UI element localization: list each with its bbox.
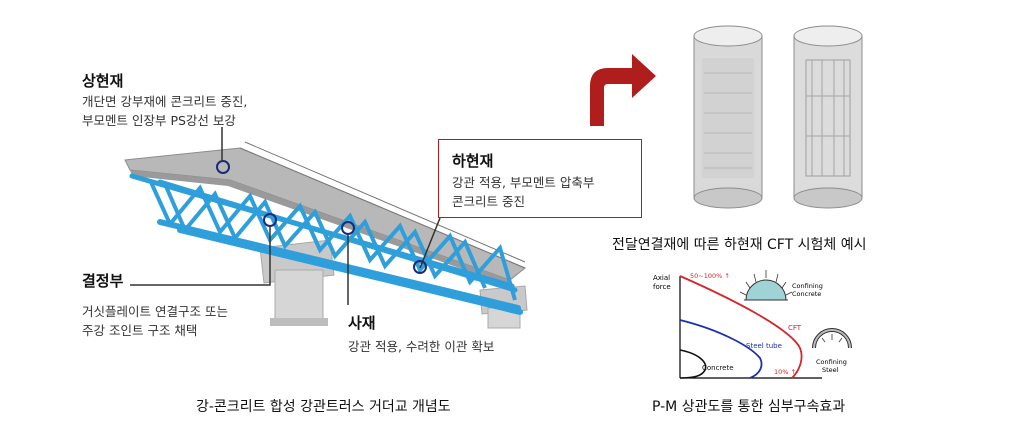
- marker-top-chord: [216, 160, 230, 174]
- pm-label-confining-steel-1: Confining: [816, 358, 847, 366]
- pm-curve-concrete: [679, 349, 707, 379]
- pm-axis-label-line2: force: [653, 283, 671, 291]
- diagonals: [148, 179, 517, 301]
- railing: [239, 141, 526, 269]
- marker-bottom-chord: [413, 260, 427, 274]
- pm-label-confining-steel-2: Steel: [822, 366, 839, 374]
- pm-curve-steel-tube: [679, 319, 763, 379]
- confining-concrete-icon: [739, 270, 793, 301]
- label-sangheon-title: 상현재: [82, 72, 124, 90]
- caption-bridge: 강-콘크리트 합성 강관트러스 거더교 개념도: [196, 399, 451, 415]
- cft-specimen-left: [693, 25, 763, 209]
- pm-axis-label-line1: Axial: [653, 274, 670, 282]
- bottom-chord: [157, 219, 523, 315]
- label-sangheon-desc: 개단면 강부재에 콘크리트 중진, 부모멘트 인장부 PS강선 보강: [82, 94, 248, 128]
- pm-curve-cft: [679, 275, 803, 379]
- pm-label-confining-concrete-1: Confining: [792, 282, 823, 290]
- pm-interaction-diagram: Axial force 50~100% ↑ 10% ↑ CFT Steel tu…: [653, 270, 852, 379]
- caption-cft: 전달연결재에 따른 하현재 CFT 시험체 예시: [612, 237, 867, 253]
- label-haheon-desc: 강관 적용, 부모멘트 압축부 콘크리트 중진: [452, 175, 595, 209]
- label-saje-desc: 강관 적용, 수려한 이관 확보: [348, 339, 495, 354]
- cft-specimens: [693, 25, 863, 209]
- pm-label-steel-tube: Steel tube: [746, 342, 782, 350]
- label-gyeoljeong-desc: 거싯플레이트 연결구조 또는 주강 조인트 구조 채택: [82, 304, 228, 338]
- haheon-callout-box: [438, 139, 642, 218]
- pm-label-cft: CFT: [788, 324, 802, 332]
- bridge-illustration: [124, 141, 528, 329]
- label-gyeoljeong-title: 결정부: [82, 272, 124, 290]
- pm-annot-top: 50~100% ↑: [690, 272, 730, 280]
- caption-pm: P-M 상관도를 통한 심부구속효과: [652, 399, 846, 415]
- pm-annot-bottom: 10% ↑: [774, 368, 796, 376]
- label-saje-title: 사재: [348, 314, 376, 332]
- red-arrow-icon: [590, 54, 656, 126]
- pm-label-confining-concrete-2: Concrete: [792, 290, 821, 298]
- pm-label-concrete: Concrete: [702, 364, 734, 372]
- confining-steel-icon: [812, 328, 852, 349]
- cft-specimen-right: [793, 25, 863, 209]
- label-haheon-title: 하현재: [452, 152, 494, 170]
